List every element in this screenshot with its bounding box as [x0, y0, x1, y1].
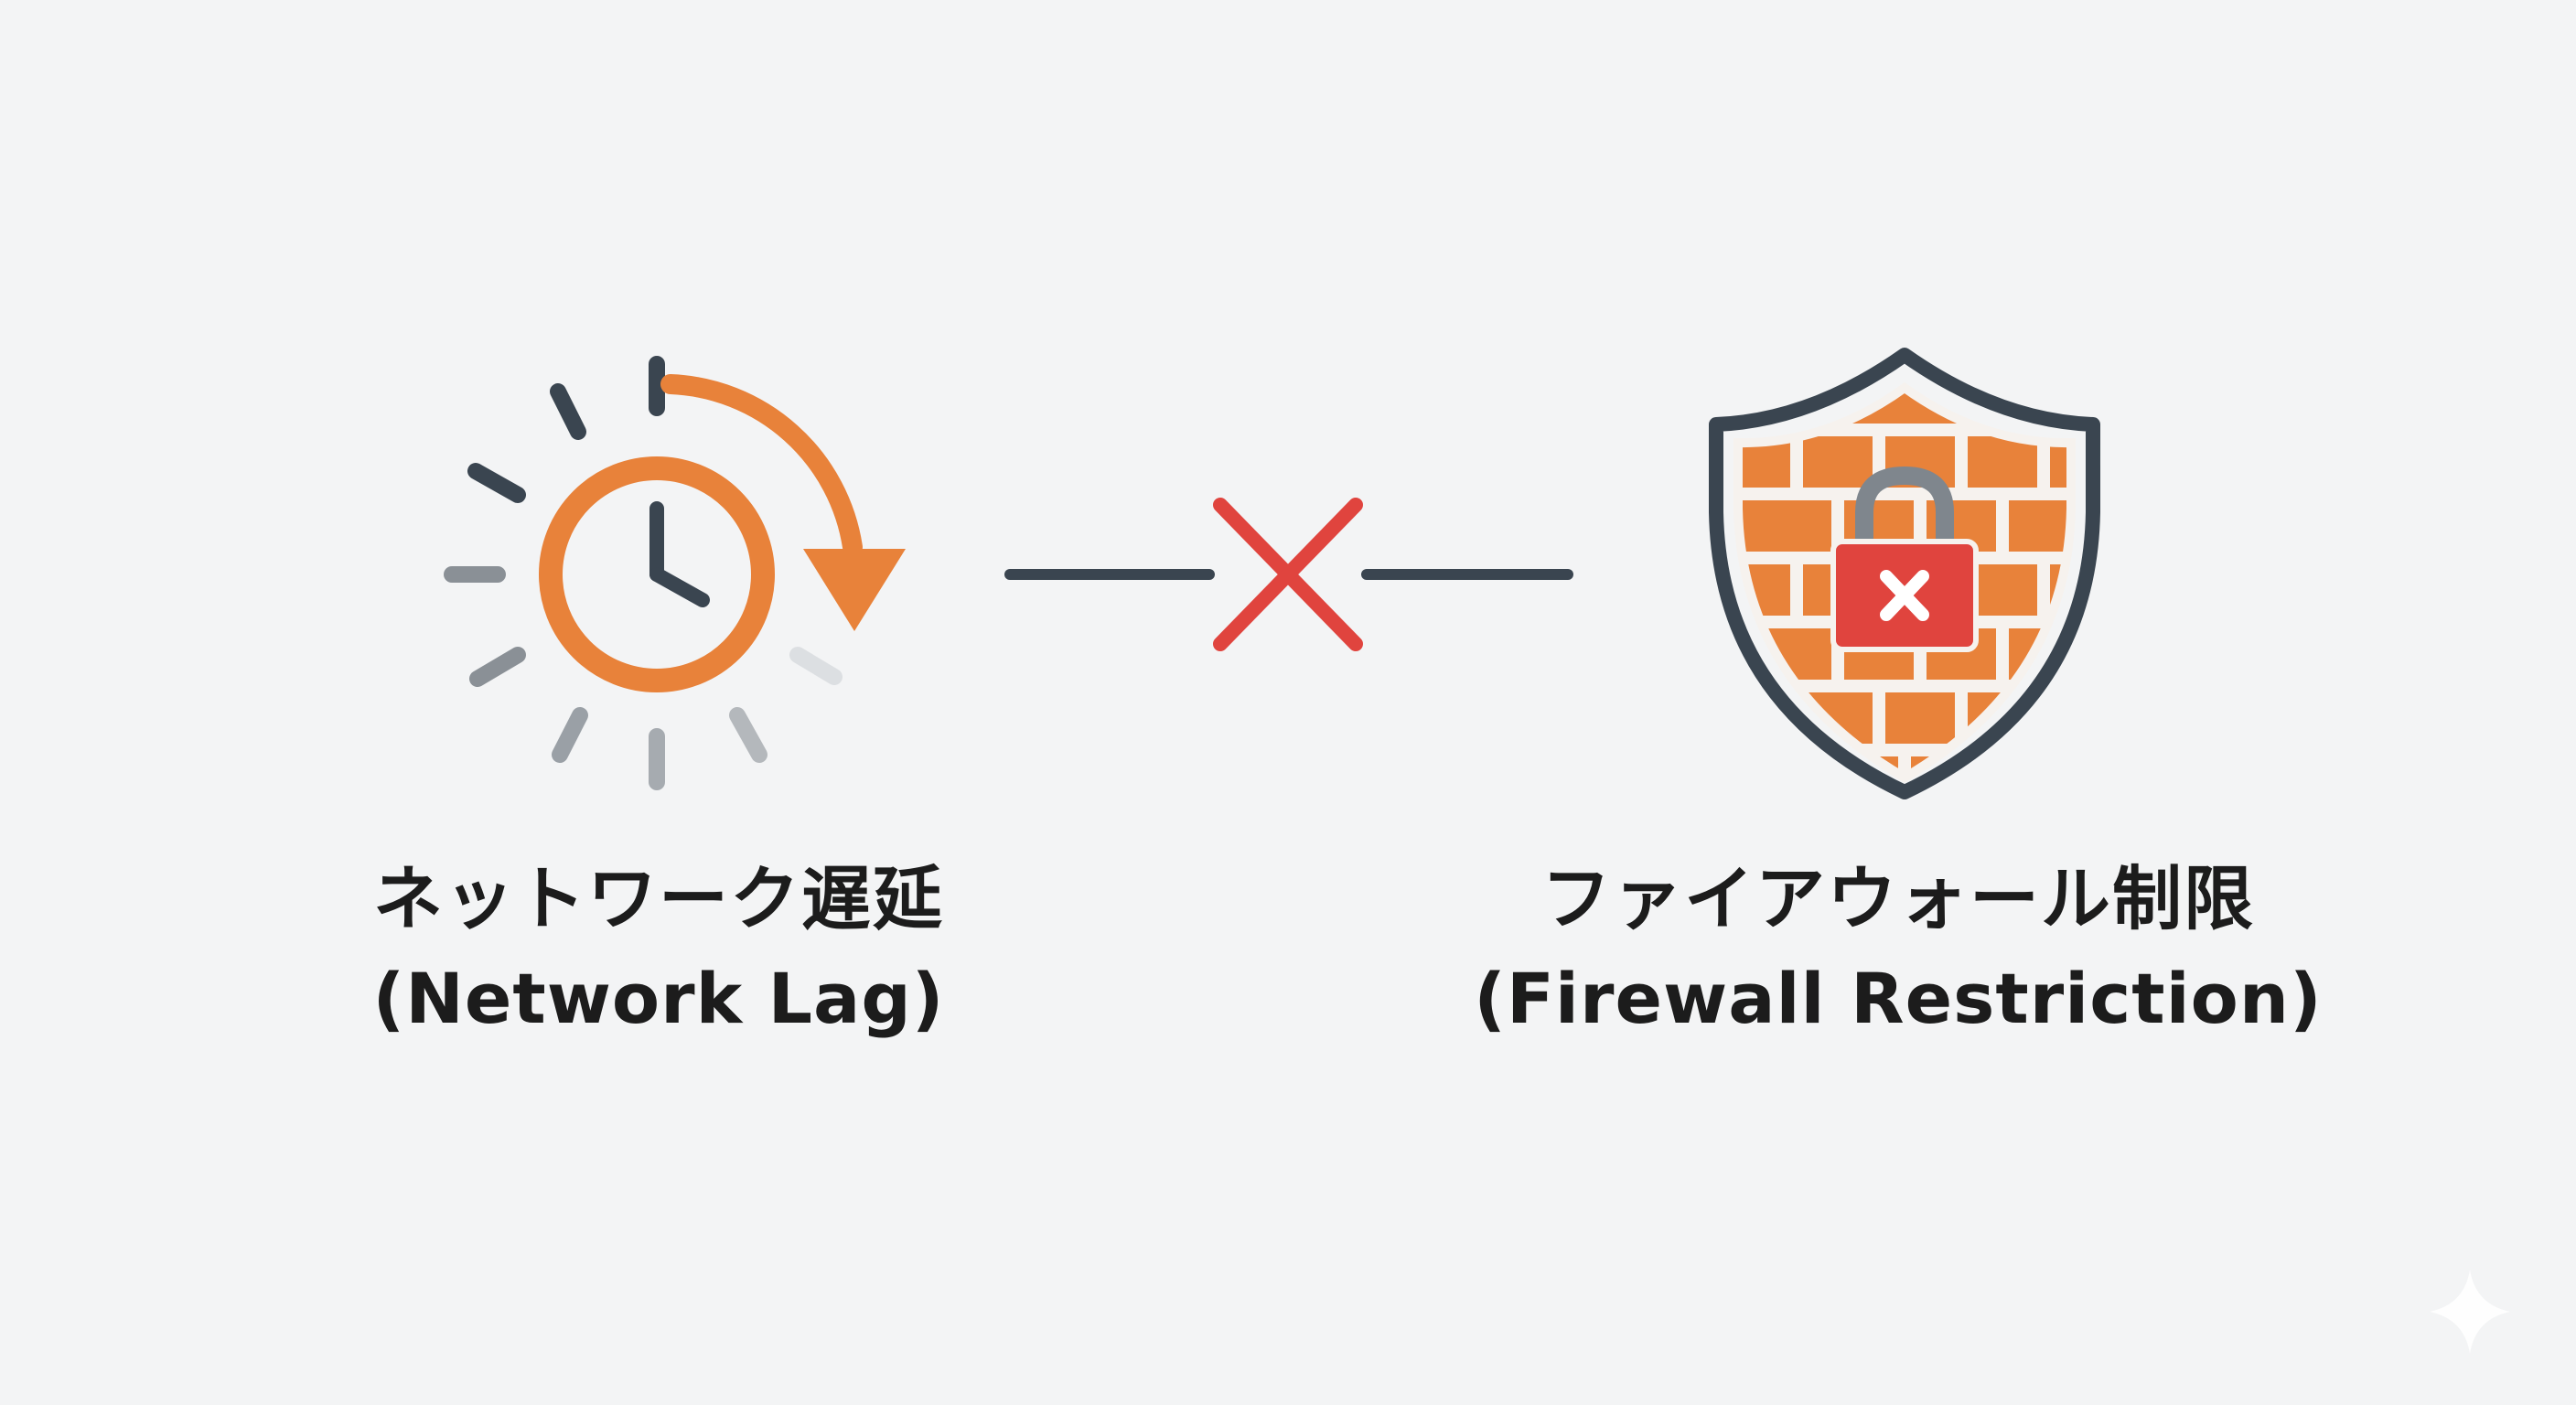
tick-lower-left-1: [469, 647, 526, 687]
firewall-shield-lock-icon: [1709, 348, 2100, 799]
tick-upper-left-1: [550, 383, 586, 440]
tick-lower-right-1: [729, 707, 767, 763]
firewall-restriction-label: ファイアウォール制限 (Firewall Restriction): [1464, 855, 2333, 1042]
shield-outline: [1709, 348, 2100, 799]
clock-face: [539, 456, 775, 692]
network-lag-label: ネットワーク遅延 (Network Lag): [302, 855, 1015, 1042]
network-lag-title-en: (Network Lag): [372, 958, 945, 1039]
blocked-connection: [1004, 498, 1573, 651]
sparkle-watermark-icon: [2430, 1270, 2510, 1354]
tick-upper-left-2: [467, 463, 526, 503]
delay-arrowhead: [803, 549, 906, 631]
padlock-x-icon: [1880, 570, 1929, 621]
padlock-shackle: [1855, 466, 1954, 551]
delayed-clock-icon: [444, 356, 906, 790]
firewall-title-jp: ファイアウォール制限: [1541, 858, 2255, 939]
delay-arc: [660, 374, 863, 557]
loading-ticks: [444, 356, 843, 790]
tick-lower-right-2: [789, 647, 843, 685]
blocked-x-icon: [1213, 498, 1363, 651]
network-lag-title-jp: ネットワーク遅延: [373, 858, 944, 939]
shield-inner-outline: [1733, 381, 2076, 783]
tick-lower-left-2: [552, 707, 588, 763]
padlock-icon: [1830, 466, 1979, 652]
clock-minute-hand: [649, 567, 710, 607]
firewall-title-en: (Firewall Restriction): [1474, 958, 2323, 1039]
